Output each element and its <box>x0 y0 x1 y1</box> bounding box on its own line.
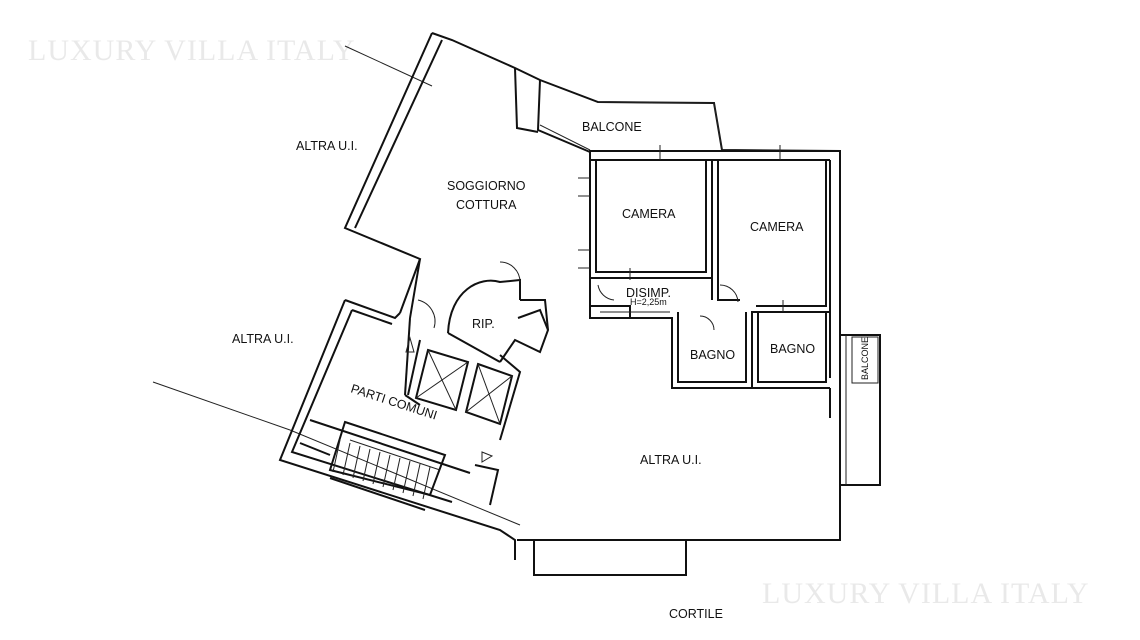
door-swings <box>417 268 784 331</box>
room-label-disimpegno-height: H=2,25m <box>630 297 667 307</box>
room-label-camera-1: CAMERA <box>622 207 676 221</box>
label-altra-ui-mid-left: ALTRA U.I. <box>232 332 294 346</box>
room-label-parti-comuni: PARTI COMUNI <box>349 382 439 423</box>
side-balcony <box>839 334 881 486</box>
top-balcony <box>514 67 723 153</box>
room-label-ripostiglio: RIP. <box>472 317 495 331</box>
room-label-soggiorno: SOGGIORNO <box>447 179 526 193</box>
staircase <box>328 420 447 511</box>
watermark-top-left: LUXURY VILLA ITALY <box>28 34 356 67</box>
watermark-bottom-right: LUXURY VILLA ITALY <box>762 577 1090 610</box>
room-label-balcone: BALCONE <box>582 120 642 134</box>
label-cortile: CORTILE <box>669 607 723 621</box>
room-label-disimpegno: DISIMP. <box>626 286 671 300</box>
room-label-bagno-1: BAGNO <box>690 348 735 362</box>
room-label-bagno-2: BAGNO <box>770 342 815 356</box>
label-altra-ui-top-left: ALTRA U.I. <box>296 139 358 153</box>
room-label-cottura: COTTURA <box>456 198 517 212</box>
bathrooms-walls <box>589 278 831 418</box>
room-label-balcone-side: BALCONE <box>860 337 870 380</box>
outer-walls <box>343 32 841 541</box>
label-altra-ui-bottom-right: ALTRA U.I. <box>640 453 702 467</box>
entrance-arrows <box>405 336 494 463</box>
camera-2-walls <box>717 160 827 307</box>
courtyard-step <box>533 540 687 576</box>
common-area-walls <box>278 299 522 560</box>
site-boundary-lines <box>152 45 521 526</box>
room-label-camera-2: CAMERA <box>750 220 804 234</box>
elevator-shafts <box>414 348 514 426</box>
ripostiglio-walls <box>447 261 550 363</box>
